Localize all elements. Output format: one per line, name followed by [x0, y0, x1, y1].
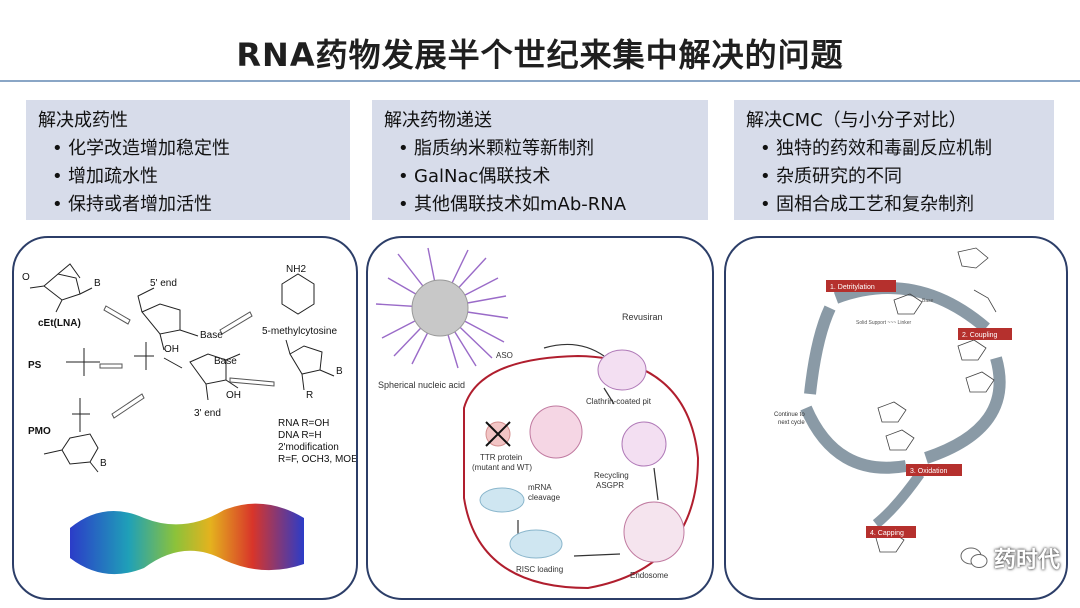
modification-label: 2'modification [278, 442, 339, 453]
sna-label: Spherical nucleic acid [378, 380, 465, 390]
rna-label: RNA R=OH [278, 418, 329, 429]
cycle-arrow [833, 282, 990, 333]
aso-label: ASO [496, 351, 513, 360]
chemistry-figure: O B cEt(LNA) 5' end Base OH Base OH 3' e… [22, 263, 358, 575]
box-cmc: 解决CMC（与小分子对比） 独特的药效和毒副反应机制 杂质研究的不同 固相合成工… [734, 100, 1054, 220]
base-label: Base [922, 298, 934, 304]
asgpr-label: ASGPR [596, 481, 624, 490]
title-divider [0, 80, 1080, 82]
step-badge [958, 328, 1012, 340]
nh2-label: NH2 [286, 264, 306, 275]
list-item: 其他偶联技术如mAb-RNA [398, 191, 696, 219]
list-item: 独特的药效和毒副反应机制 [760, 135, 1042, 163]
synthesis-cycle-figure: 1. Detritylation 2. Coupling 3. Oxidatio… [774, 247, 1012, 553]
base-label: B [100, 458, 107, 469]
cycle-arrow [872, 471, 925, 528]
revusiran-label: Revusiran [622, 312, 663, 322]
step-badge [866, 526, 916, 538]
watermark-text: 药时代 [993, 548, 1060, 573]
ttr-sub-label: (mutant and WT) [472, 463, 532, 472]
continue-label: Continue to [774, 412, 805, 418]
cross-icon [485, 421, 511, 447]
risc-label: RISC loading [516, 565, 563, 574]
step-badge [906, 464, 962, 476]
oh-label: OH [164, 344, 179, 355]
list-item: 杂质研究的不同 [760, 163, 1042, 191]
ps-label: PS [28, 360, 42, 371]
step-detritylation: 1. Detritylation [830, 284, 875, 291]
base-label: B [94, 278, 101, 289]
step-coupling: 2. Coupling [962, 332, 998, 339]
box-heading: 解决CMC（与小分子对比） [746, 110, 967, 131]
mrna-label: mRNA [528, 483, 552, 492]
vesicle [621, 421, 667, 467]
panel-synthesis: 1. Detritylation 2. Coupling 3. Oxidatio… [724, 236, 1068, 600]
list-item: 增加疏水性 [52, 163, 338, 191]
cycle-arrow [804, 305, 836, 395]
list-item: 固相合成工艺和复杂制剂 [760, 191, 1042, 219]
clathrin-label: Clathrin-coated pit [586, 397, 652, 406]
support-label: Solid Support ~~~ Linker [856, 320, 912, 326]
box-delivery: 解决药物递送 脂质纳米颗粒等新制剂 GalNac偶联技术 其他偶联技术如mAb-… [372, 100, 708, 220]
base-label: B [336, 366, 343, 377]
cet-label: cEt(LNA) [38, 318, 81, 329]
cleavage-complex [479, 487, 525, 513]
step-oxidation: 3. Oxidation [910, 468, 947, 475]
list-item: 保持或者增加活性 [52, 191, 338, 219]
base-label: Base [214, 356, 237, 367]
label-o: O [22, 272, 30, 283]
three-end-label: 3' end [194, 408, 221, 419]
recycling-vesicle [529, 405, 583, 459]
five-end-label: 5' end [150, 278, 177, 289]
list-item: 化学改造增加稳定性 [52, 135, 338, 163]
step-badge [826, 280, 896, 292]
sna-core [411, 279, 469, 337]
methylcytosine-label: 5-methylcytosine [262, 326, 337, 337]
slide-title: RNA药物发展半个世纪来集中解决的问题 [236, 36, 844, 74]
panel-chemistry: O B cEt(LNA) 5' end Base OH Base OH 3' e… [12, 236, 358, 600]
ttr-label: TTR protein [480, 453, 522, 462]
watermark: 药时代 [960, 542, 1060, 574]
risc-complex [509, 529, 563, 559]
cycle-arrow [924, 356, 1006, 464]
cell-membrane [463, 354, 700, 590]
recycling-label: Recycling [594, 471, 629, 480]
base-label: Base [200, 330, 223, 341]
clathrin-pit [597, 349, 647, 391]
next-cycle-label: next cycle [778, 420, 805, 426]
dna-label: DNA R=H [278, 430, 322, 441]
box-druggability: 解决成药性 化学改造增加稳定性 增加疏水性 保持或者增加活性 [26, 100, 350, 220]
list-item: 脂质纳米颗粒等新制剂 [398, 135, 696, 163]
box-heading: 解决成药性 [38, 110, 128, 131]
list-item: GalNac偶联技术 [398, 163, 696, 191]
rna-model-image [70, 503, 304, 575]
wechat-icon [960, 547, 988, 568]
pmo-label: PMO [28, 426, 51, 437]
delivery-figure: Spherical nucleic acid ASO Revusiran Cla… [375, 247, 700, 590]
oh-label: OH [226, 390, 241, 401]
r-label: R [306, 390, 313, 401]
panel-delivery: Spherical nucleic acid ASO Revusiran Cla… [366, 236, 714, 600]
cycle-arrow [800, 405, 908, 474]
r-options-label: R=F, OCH3, MOE [278, 454, 358, 465]
cleavage-label: cleavage [528, 493, 561, 502]
box-heading: 解决药物递送 [384, 110, 492, 131]
endosome [623, 501, 685, 563]
endosome-label: Endosome [630, 571, 669, 580]
step-capping: 4. Capping [870, 530, 904, 537]
